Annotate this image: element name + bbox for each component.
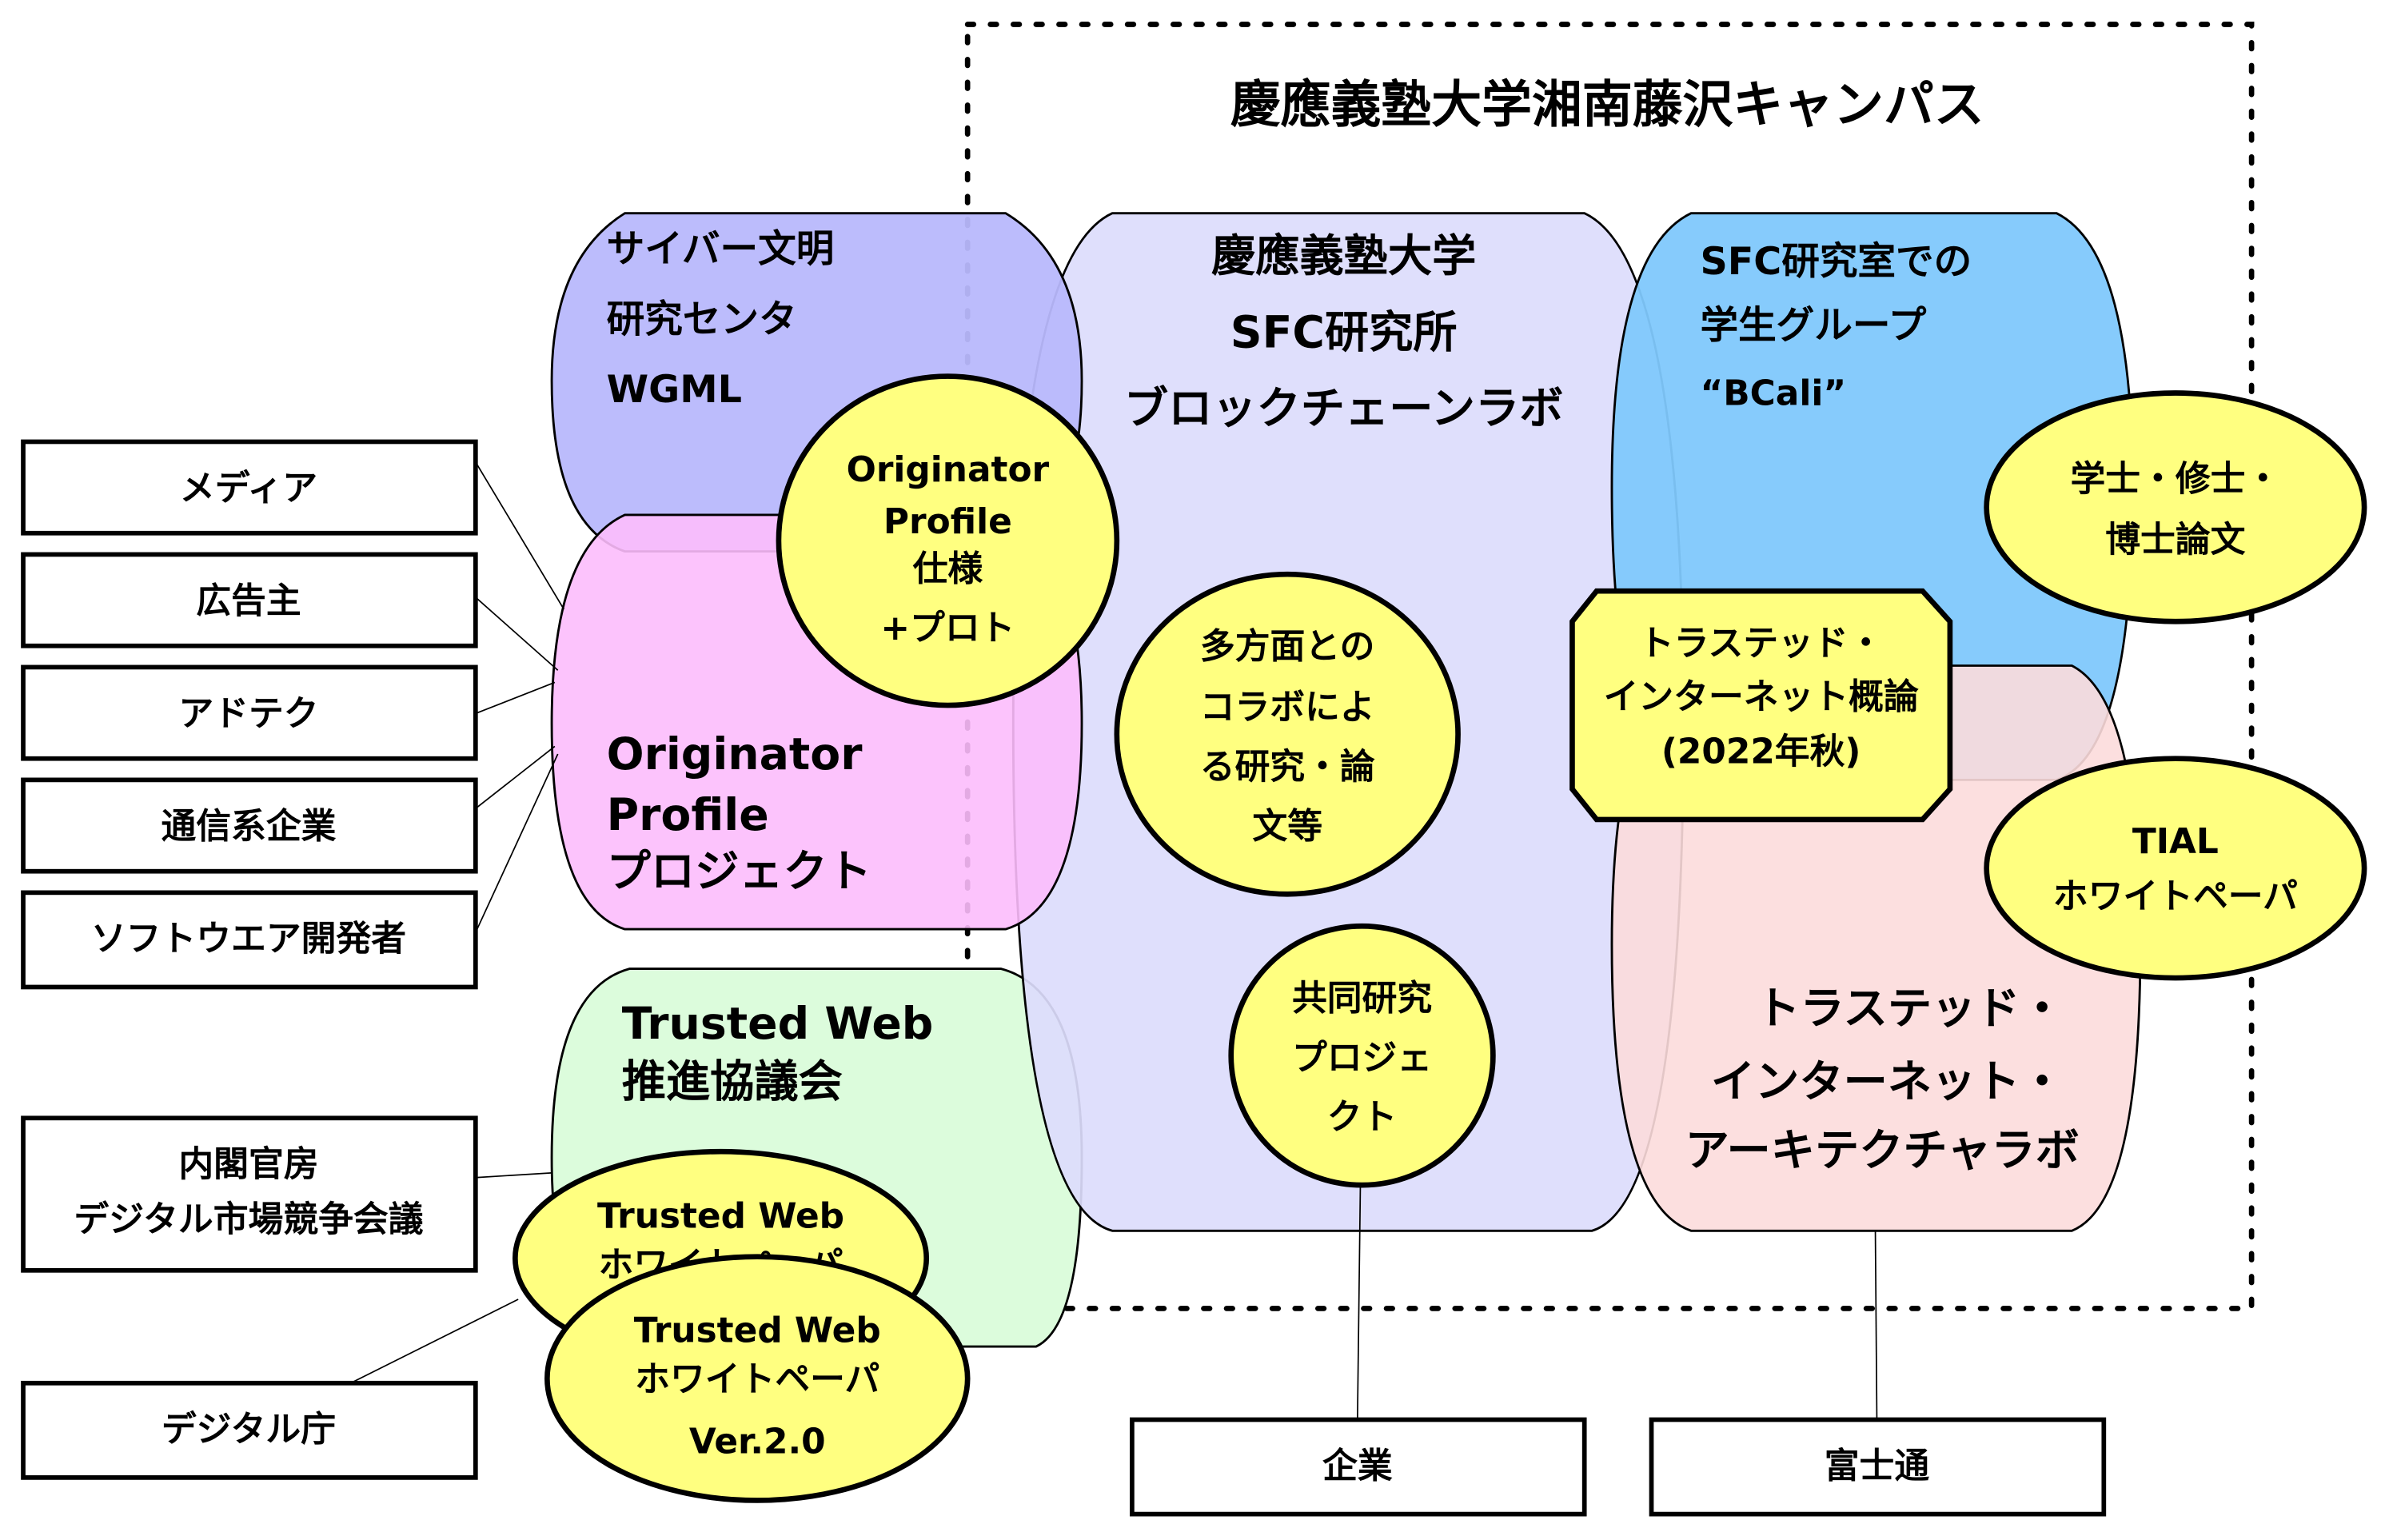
stakeholder-companies[interactable]: 企業: [1130, 1417, 1587, 1517]
blockchain-lab-label: 慶應義塾大学 SFC研究所 ブロックチェーンラボ: [1124, 231, 1564, 435]
svg-text:Originator: Originator: [847, 449, 1050, 490]
tial-lab-label: トラステッド・ インターネット・ アーキテクチャラボ: [1685, 983, 2080, 1176]
svg-text:アドテク: アドテク: [178, 693, 318, 734]
svg-text:ソフトウエア開発者: ソフトウエア開発者: [91, 919, 406, 960]
svg-text:ブロックチェーンラボ: ブロックチェーンラボ: [1124, 384, 1564, 435]
thesis-output[interactable]: 学士・修士・ 博士論文: [1984, 390, 2367, 624]
svg-text:プロジェ: プロジェ: [1292, 1037, 1432, 1078]
svg-text:クト: クト: [1327, 1097, 1398, 1138]
svg-text:推進協議会: 推進協議会: [622, 1057, 843, 1108]
svg-text:Ver.2.0: Ver.2.0: [689, 1421, 826, 1462]
trusted-web-whitepaper-v2[interactable]: Trusted Web ホワイトペーパ Ver.2.0: [544, 1254, 971, 1503]
svg-text:TIAL: TIAL: [2132, 821, 2219, 862]
svg-text:仕様: 仕様: [913, 549, 983, 589]
svg-text:Trusted Web: Trusted Web: [597, 1195, 844, 1236]
svg-text:学士・修士・: 学士・修士・: [2070, 458, 2280, 499]
svg-text:(2022年秋): (2022年秋): [1661, 731, 1861, 772]
svg-text:Trusted Web: Trusted Web: [634, 1310, 881, 1350]
svg-text:研究センタ: 研究センタ: [607, 297, 797, 341]
stakeholder-digital-agency[interactable]: デジタル庁: [21, 1380, 478, 1480]
svg-text:る研究・論: る研究・論: [1200, 746, 1375, 787]
svg-text:プロジェクト: プロジェクト: [607, 847, 871, 898]
svg-text:SFC研究室での: SFC研究室での: [1700, 240, 1972, 284]
svg-text:広告主: 広告主: [196, 580, 301, 621]
svg-text:Trusted Web: Trusted Web: [622, 999, 934, 1050]
svg-text:+プロト: +プロト: [880, 608, 1015, 648]
stakeholder-cabinet-office[interactable]: 内閣官房 デジタル市場競争会議: [21, 1115, 478, 1273]
svg-text:学生グループ: 学生グループ: [1700, 304, 1926, 348]
svg-text:富士通: 富士通: [1825, 1446, 1930, 1486]
svg-text:WGML: WGML: [607, 368, 742, 412]
collaborative-research[interactable]: 多方面との コラボによ る研究・論 文等: [1114, 571, 1461, 897]
op-project-label: Originator Profile プロジェクト: [607, 729, 871, 898]
svg-text:サイバー文明: サイバー文明: [607, 228, 835, 272]
student-group-label: SFC研究室での 学生グループ “BCali”: [1700, 240, 1972, 414]
stakeholder-advertiser[interactable]: 広告主: [21, 552, 478, 648]
stakeholder-telecom[interactable]: 通信系企業: [21, 777, 478, 874]
svg-text:Profile: Profile: [607, 790, 769, 841]
svg-text:慶應義塾大学: 慶應義塾大学: [1211, 231, 1476, 282]
svg-text:インターネット・: インターネット・: [1711, 1057, 2064, 1108]
svg-text:共同研究: 共同研究: [1292, 978, 1432, 1019]
svg-text:トラステッド・: トラステッド・: [1756, 983, 2064, 1035]
svg-text:多方面との: 多方面との: [1200, 626, 1375, 667]
stakeholder-software-developer[interactable]: ソフトウエア開発者: [21, 890, 478, 990]
tial-whitepaper[interactable]: TIAL ホワイトペーパ: [1984, 756, 2367, 981]
stakeholder-adtech[interactable]: アドテク: [21, 664, 478, 761]
stakeholder-media[interactable]: メディア: [21, 439, 478, 536]
stakeholder-fujitsu[interactable]: 富士通: [1649, 1417, 2107, 1517]
svg-text:トラステッド・: トラステッド・: [1639, 623, 1884, 664]
svg-text:デジタル庁: デジタル庁: [162, 1409, 336, 1450]
svg-text:企業: 企業: [1322, 1446, 1393, 1486]
campus-title: 慶應義塾大学湘南藤沢キャンパス: [1230, 75, 1984, 134]
svg-text:ホワイトペーパ: ホワイトペーパ: [635, 1358, 879, 1399]
svg-text:博士論文: 博士論文: [2105, 520, 2245, 561]
svg-text:アーキテクチャラボ: アーキテクチャラボ: [1685, 1125, 2080, 1176]
svg-text:文等: 文等: [1252, 806, 1322, 847]
svg-text:メディア: メディア: [180, 468, 317, 509]
svg-text:通信系企業: 通信系企業: [161, 806, 336, 847]
trusted-internet-course[interactable]: トラステッド・ インターネット概論 (2022年秋): [1569, 588, 1953, 823]
cyber-center-label: サイバー文明 研究センタ WGML: [607, 228, 835, 412]
svg-text:Profile: Profile: [883, 501, 1012, 542]
svg-text:インターネット概論: インターネット概論: [1604, 676, 1919, 717]
svg-text:“BCali”: “BCali”: [1700, 373, 1846, 414]
connector-lines: [350, 464, 1878, 1420]
campus-boundary: [964, 22, 2255, 1311]
trusted-web-council-label: Trusted Web 推進協議会: [622, 999, 934, 1107]
svg-text:SFC研究所: SFC研究所: [1230, 307, 1458, 358]
svg-text:Originator: Originator: [607, 729, 863, 780]
svg-text:内閣官房: 内閣官房: [178, 1144, 318, 1185]
joint-research-project[interactable]: 共同研究 プロジェ クト: [1228, 923, 1496, 1188]
svg-text:デジタル市場競争会議: デジタル市場競争会議: [74, 1199, 423, 1239]
svg-text:ホワイトペーパ: ホワイトペーパ: [2053, 876, 2298, 916]
svg-text:コラボによ: コラボによ: [1200, 687, 1375, 728]
op-spec-prototype[interactable]: Originator Profile 仕様 +プロト: [776, 373, 1120, 708]
